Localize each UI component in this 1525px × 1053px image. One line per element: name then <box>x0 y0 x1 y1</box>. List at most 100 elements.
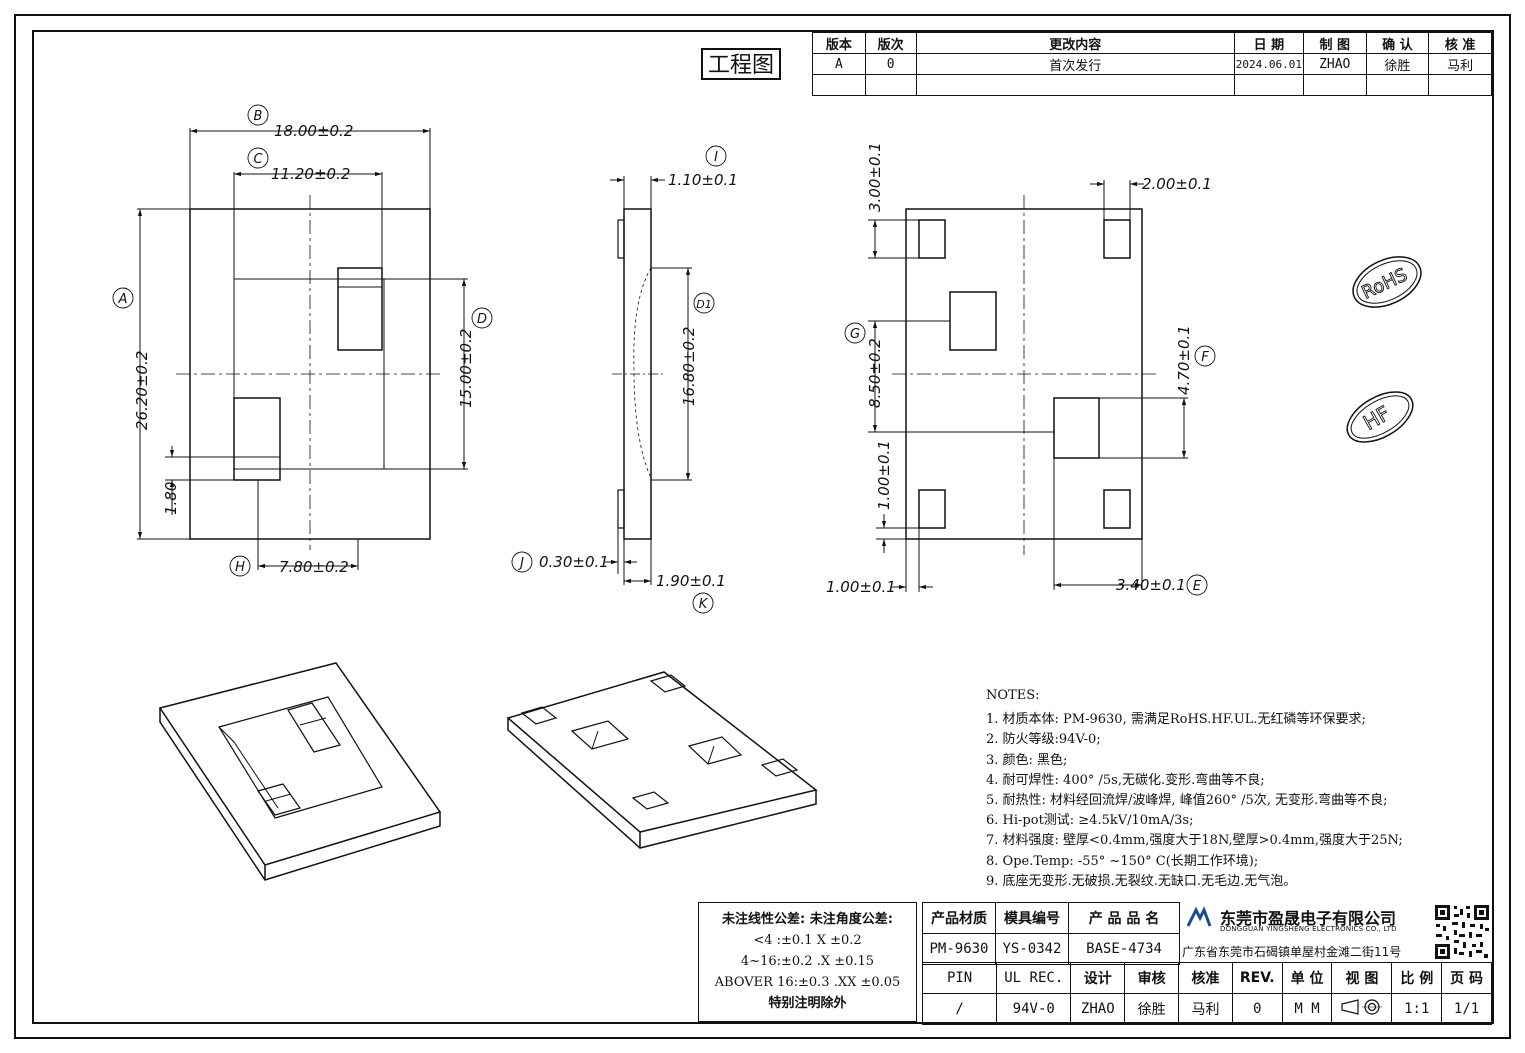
title-block-upper: 产品材质 模具编号 产 品 品 名 PM-9630 YS-0342 BASE-4… <box>922 902 1180 965</box>
dim-1-00-horizontal: 1.00±0.1 <box>826 578 896 596</box>
tb-mold-label: 模具编号 <box>995 902 1069 934</box>
tolerance-heading: 未注线性公差: 未注角度公差: <box>722 912 893 927</box>
note-item: 1. 材质本体: PM-9630, 需满足RoHS.HF.UL.无红磷等环保要求… <box>986 712 1366 728</box>
tolerance-line: 4~16:±0.2 .X ±0.15 <box>740 954 875 969</box>
dim-3-00: 3.00±0.1 <box>866 142 884 212</box>
drawing-outer-frame <box>14 14 1511 1039</box>
tb-approve: 马利 <box>1178 993 1233 1025</box>
dim-g: 8.50±0.2 <box>866 338 884 408</box>
note-item: 9. 底座无变形.无破损.无裂纹.无缺口.无毛边.无气泡。 <box>986 873 1297 889</box>
ref-b: B <box>254 109 263 124</box>
revision-empty-row <box>812 74 1492 96</box>
notes-heading: NOTES: <box>986 688 1040 703</box>
company-block: 东莞市盈晟电子有限公司 DONGGUAN YINGSHENG ELECTRONI… <box>1180 902 1432 962</box>
note-item: 5. 耐热性: 材料经回流焊/波峰焊, 峰值260° /5次, 无变形.弯曲等不… <box>986 793 1388 809</box>
note-item: 8. Ope.Temp: -55° ~150° C(长期工作环境); <box>986 853 1259 869</box>
title-block-lower: PIN UL REC. 设计 审核 核准 REV. 单 位 视 图 比 例 页 … <box>921 962 1492 1025</box>
note-item: 6. Hi-pot测试: ≥4.5kV/10mA/3s; <box>986 813 1194 829</box>
bottom-pad-g <box>949 291 997 351</box>
tolerance-box: 未注线性公差: 未注角度公差: <4 :±0.1 X ±0.2 4~16:±0.… <box>698 902 917 1022</box>
drawing-inner-frame <box>32 30 1494 1024</box>
ref-d1: D1 <box>696 298 711 311</box>
dim-1-00-vertical: 1.00±0.1 <box>875 440 893 510</box>
tb-review-label: 审核 <box>1124 962 1180 994</box>
tb-view-label: 视 图 <box>1331 962 1393 994</box>
note-item: 2. 防火等级:94V-0; <box>986 732 1101 748</box>
dim-k: 1.90±0.1 <box>656 572 726 590</box>
rev-drawn: ZHAO <box>1302 53 1367 75</box>
dim-d: 15.00±0.2 <box>457 329 475 408</box>
tb-product: BASE-4734 <box>1068 933 1180 965</box>
company-name-en: DONGGUAN YINGSHENG ELECTRONICS CO., LTD <box>1220 925 1397 933</box>
dim-a: 26.20±0.2 <box>133 351 151 430</box>
note-item: 7. 材料强度: 壁厚<0.4mm,强度大于18N,壁厚>0.4mm,强度大于2… <box>986 833 1403 849</box>
ref-f: F <box>1201 350 1209 365</box>
tb-design-label: 设计 <box>1070 962 1126 994</box>
rev-date: 2024.06.01 <box>1233 53 1304 75</box>
tb-scale: 1:1 <box>1391 993 1443 1025</box>
qr-code <box>1434 904 1490 960</box>
company-name: 东莞市盈晟电子有限公司 <box>1220 909 1397 928</box>
ref-d: D <box>477 312 487 327</box>
ref-g: G <box>850 327 860 342</box>
tb-unit: M M <box>1281 993 1333 1025</box>
dim-h: 7.80±0.2 <box>279 558 349 576</box>
dim-j: 0.30±0.1 <box>539 553 609 571</box>
tb-rev: 0 <box>1231 993 1283 1025</box>
reference-circles <box>112 104 1216 614</box>
tb-page-label: 页 码 <box>1441 962 1492 994</box>
dim-f: 4.70±0.1 <box>1175 325 1193 395</box>
rev-header-approved: 核 准 <box>1428 32 1492 54</box>
projection-symbol-icon <box>1341 999 1382 1015</box>
note-item: 3. 颜色: 黑色; <box>986 752 1068 768</box>
tb-unit-label: 单 位 <box>1281 962 1333 994</box>
bottom-pad-f <box>1053 397 1100 459</box>
dim-1-80: 1.80 <box>162 482 180 515</box>
tb-pin-label: PIN <box>921 962 998 994</box>
ref-j: J <box>517 556 524 571</box>
tb-ul: 94V-0 <box>996 993 1072 1025</box>
revision-table: 版本 版次 更改内容 日 期 制 图 确 认 核 准 A 0 首次发行 2024… <box>812 32 1492 96</box>
rev-change: 首次发行 <box>915 53 1235 75</box>
tb-mold: YS-0342 <box>995 933 1069 965</box>
hf-stamp <box>1346 391 1414 443</box>
tb-approve-label: 核准 <box>1178 962 1233 994</box>
tb-pin: / <box>921 993 998 1025</box>
tb-scale-label: 比 例 <box>1391 962 1443 994</box>
rev-header-change: 更改内容 <box>915 32 1235 54</box>
ref-i: I <box>714 150 718 165</box>
company-address: 广东省东莞市石碣镇单屋村金滩二街11号 <box>1182 945 1402 959</box>
tb-material: PM-9630 <box>922 933 996 965</box>
dim-d1: 16.80±0.2 <box>680 327 698 406</box>
tolerance-footer: 特别注明除外 <box>768 996 847 1011</box>
ref-h: H <box>235 560 245 575</box>
note-item: 4. 耐可焊性: 400° /5s,无碳化.变形.弯曲等不良; <box>986 772 1265 788</box>
ref-e: E <box>1193 579 1202 594</box>
ref-c: C <box>253 152 263 167</box>
side-view <box>605 176 692 585</box>
company-logo <box>1186 906 1212 927</box>
revision-row: A 0 首次发行 2024.06.01 ZHAO 徐胜 马利 <box>812 53 1492 75</box>
rohs-stamp <box>1352 256 1422 308</box>
tb-rev-label: REV. <box>1231 962 1283 994</box>
tb-review: 徐胜 <box>1124 993 1180 1025</box>
tb-design: ZHAO <box>1070 993 1126 1025</box>
dim-c: 11.20±0.2 <box>271 165 350 183</box>
tb-product-label: 产 品 品 名 <box>1068 902 1180 934</box>
isometric-top-view <box>158 662 442 881</box>
drawing-title: 工程图 <box>701 48 781 80</box>
dim-b: 18.00±0.2 <box>274 122 353 140</box>
dim-i: 1.10±0.1 <box>668 171 738 189</box>
tolerance-line: ABOVER 16:±0.3 .XX ±0.05 <box>714 975 901 990</box>
bottom-view <box>868 180 1188 592</box>
notes-block: NOTES: 1. 材质本体: PM-9630, 需满足RoHS.HF.UL.无… <box>986 686 1403 892</box>
rev-header-version: 版本 <box>812 32 866 54</box>
tb-ul-label: UL REC. <box>996 962 1072 994</box>
isometric-bottom-view <box>506 671 818 849</box>
tb-view-symbol <box>1331 993 1393 1025</box>
front-pocket-lower <box>233 397 281 481</box>
dim-e: 3.40±0.1 <box>1116 576 1186 594</box>
tb-material-label: 产品材质 <box>922 902 996 934</box>
tb-page: 1/1 <box>1441 993 1492 1025</box>
